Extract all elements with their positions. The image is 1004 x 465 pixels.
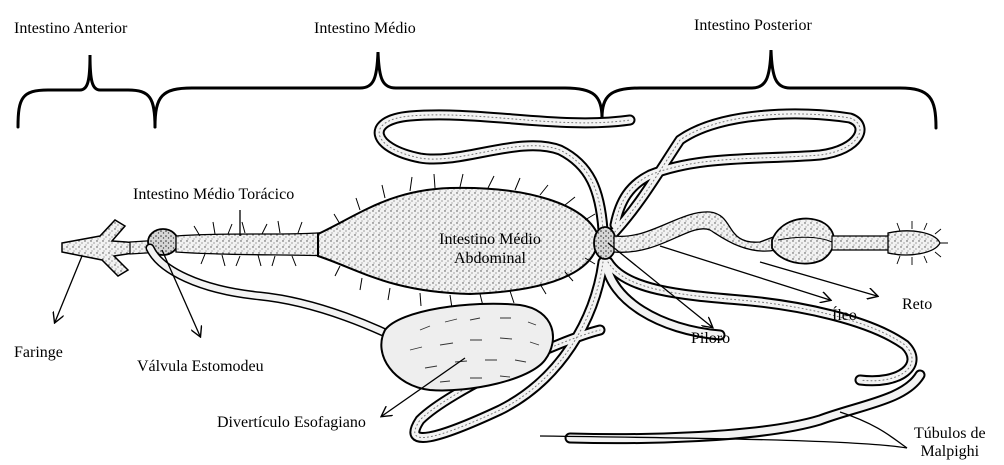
pylorus-shape xyxy=(594,227,616,259)
thoracic-midgut xyxy=(176,232,330,256)
label-tubulos-de-malpighi: Túbulos de Malpighi xyxy=(914,425,986,461)
label-piloro: Piloro xyxy=(691,330,730,348)
label-reto: Reto xyxy=(902,296,932,314)
pharynx-shape xyxy=(62,220,140,276)
label-tubulos-line2: Malpighi xyxy=(914,443,986,461)
anal-end xyxy=(888,231,940,255)
label-intestino-medio: Intestino Médio xyxy=(314,20,416,38)
label-ileo: Íleo xyxy=(832,307,857,325)
ileum xyxy=(614,212,776,252)
rectum xyxy=(772,219,834,264)
label-intestino-medio-abdominal: Intestino Médio Abdominal xyxy=(430,230,550,268)
label-intestino-posterior: Intestino Posterior xyxy=(694,17,812,35)
label-valvula-estomodeu: Válvula Estomodeu xyxy=(137,358,264,376)
label-diverticulo-esofagiano: Divertículo Esofagiano xyxy=(217,414,366,432)
hindgut-terminal xyxy=(832,236,890,250)
label-abdominal-line2: Abdominal xyxy=(430,249,550,268)
diverticulum-sac xyxy=(381,304,553,391)
label-intestino-anterior: Intestino Anterior xyxy=(14,20,127,38)
label-faringe: Faringe xyxy=(14,344,63,362)
label-abdominal-line1: Intestino Médio xyxy=(430,230,550,249)
label-tubulos-line1: Túbulos de xyxy=(914,425,986,443)
label-intestino-medio-toracico: Intestino Médio Torácico xyxy=(133,186,294,204)
bracket-anterior xyxy=(18,55,155,127)
